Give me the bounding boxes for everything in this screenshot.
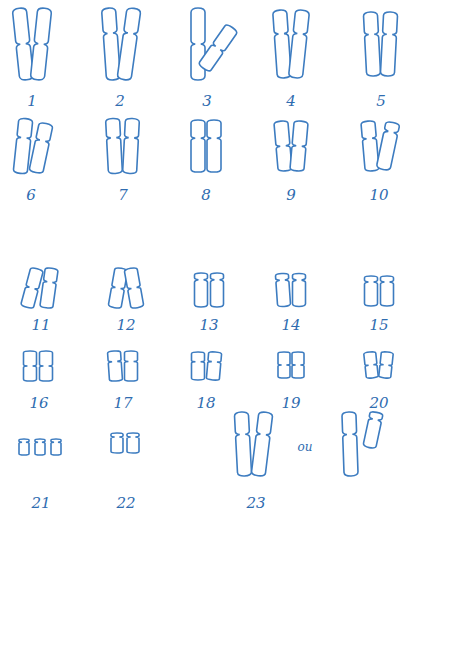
chromosome	[379, 351, 394, 378]
chromosome	[24, 351, 37, 381]
chromosome-number: 18	[196, 394, 215, 412]
chromosome	[273, 10, 292, 79]
chromosome	[381, 276, 394, 306]
chromosome	[363, 12, 380, 77]
chromosome	[125, 351, 138, 381]
chromosome	[191, 120, 205, 172]
chromosome	[211, 273, 224, 307]
chromosome	[364, 351, 379, 378]
chromosome	[191, 8, 205, 80]
chromosome	[292, 352, 304, 378]
chromosome	[365, 276, 378, 306]
chromosome	[40, 351, 53, 381]
chromosome	[195, 273, 208, 307]
chromosome-number: 17	[113, 394, 132, 412]
chromosome	[111, 433, 123, 453]
chromosome-number: 21	[31, 494, 50, 512]
chromosome-number: 11	[31, 316, 50, 334]
chromosome	[290, 120, 308, 171]
chromosome	[274, 120, 292, 171]
chromosome-number: 10	[369, 186, 388, 204]
chromosome-number: 14	[281, 316, 300, 334]
chromosome-number: 9	[286, 186, 296, 204]
chromosome	[363, 411, 383, 449]
chromosome	[107, 351, 122, 382]
chromosome	[207, 120, 221, 172]
chromosome	[127, 433, 139, 453]
chromosome	[35, 439, 45, 455]
chromosome	[251, 411, 273, 476]
chromosome-number: 2	[115, 92, 125, 110]
chromosome-number: 15	[369, 316, 388, 334]
chromosome	[198, 24, 238, 73]
chromosome-number: 3	[202, 92, 212, 110]
chromosome-number: 13	[199, 316, 218, 334]
chromosome	[293, 274, 306, 307]
chromosome	[288, 9, 309, 78]
chromosome	[124, 267, 144, 309]
chromosome	[117, 7, 141, 80]
chromosome	[234, 412, 251, 477]
chromosome	[206, 351, 221, 380]
or-word: ou	[298, 438, 313, 456]
chromosome	[278, 352, 290, 378]
chromosome-pairs	[12, 7, 400, 476]
chromosome	[342, 412, 358, 476]
chromosome	[192, 352, 205, 380]
chromosome-number: 5	[376, 92, 386, 110]
chromosome-number: 23	[246, 494, 265, 512]
chromosome	[29, 122, 53, 174]
chromosome-number: 16	[29, 394, 48, 412]
chromosome	[30, 7, 51, 80]
chromosome-number: 12	[116, 316, 135, 334]
chromosome-number: 22	[116, 494, 135, 512]
chromosome-number: 8	[201, 186, 211, 204]
chromosome-number: 6	[26, 186, 36, 204]
chromosome-number: 20	[369, 394, 388, 412]
chromosome	[376, 121, 400, 171]
chromosome	[19, 439, 29, 455]
chromosome-number: 4	[286, 92, 296, 110]
chromosome-number: 7	[118, 186, 128, 204]
chromosome	[380, 12, 397, 77]
chromosome	[106, 118, 123, 174]
chromosome	[40, 267, 58, 308]
chromosome-number: 19	[281, 394, 300, 412]
chromosome-number: 1	[27, 92, 37, 110]
chromosome	[123, 118, 140, 174]
chromosome	[275, 273, 290, 307]
chromosome	[51, 439, 61, 455]
